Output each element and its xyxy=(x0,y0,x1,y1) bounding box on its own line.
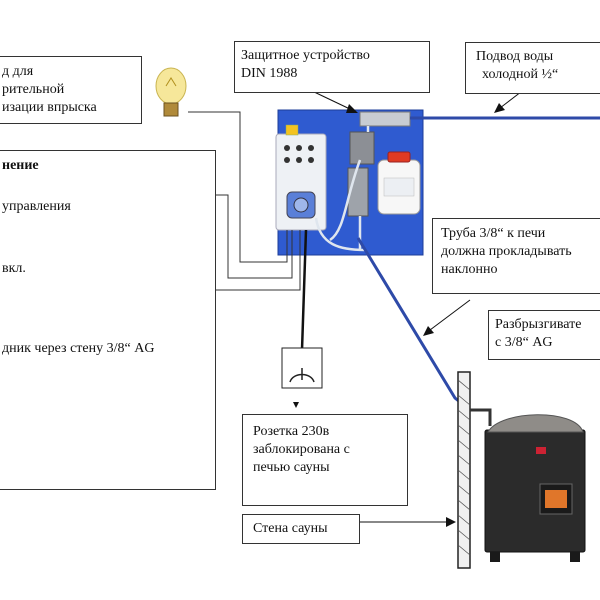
sauna-stove-fire xyxy=(545,490,567,508)
sauna-stove-leg-right xyxy=(570,552,580,562)
pipe-label-line-3: наклонно xyxy=(441,262,498,277)
sprayer-label-box: Разбрызгивате с 3/8“ AG xyxy=(488,310,600,360)
water-label-line-2: холодной ½“ xyxy=(482,67,559,82)
protect-label-line-2: DIN 1988 xyxy=(241,66,298,81)
pipe-arrow-line xyxy=(429,299,471,331)
sauna-stove-logo xyxy=(536,447,546,454)
pump-rotor xyxy=(293,197,309,213)
lamp-label-line-1: д для xyxy=(2,64,34,79)
sauna-stove-stones xyxy=(487,414,584,433)
lamp-filament xyxy=(165,77,177,87)
protect-arrow-head xyxy=(346,104,358,113)
socket-label-arrow xyxy=(293,402,299,408)
wall-arrow-head xyxy=(446,517,456,527)
solenoid-valve xyxy=(349,131,375,165)
control-knob-5 xyxy=(296,157,302,163)
socket-label-line-1: Розетка 230в xyxy=(253,424,330,439)
sprayer-pipe xyxy=(470,408,492,426)
panel-heading: нение xyxy=(2,158,39,173)
socket-label-line-2: заблокирована с xyxy=(253,442,350,457)
pipe-arrow-head xyxy=(423,326,434,336)
sprayer-label-line-2: с 3/8“ AG xyxy=(495,335,553,350)
cable-lamp xyxy=(188,111,288,263)
lamp-base xyxy=(163,102,179,117)
control-knob-4 xyxy=(284,157,290,163)
lamp-label-line-3: изации впрыска xyxy=(2,100,97,115)
lamp-label-line-2: рительной xyxy=(2,82,65,97)
control-knob-1 xyxy=(284,145,290,151)
wall-label: Стена сауны xyxy=(253,521,328,536)
pipe-label-box: Труба 3/8“ к печи должна прокладывать на… xyxy=(432,218,600,294)
equipment-panel xyxy=(0,150,216,490)
control-knob-3 xyxy=(308,145,314,151)
pipe-label-line-2: должна прокладывать xyxy=(441,244,572,259)
canister-label xyxy=(383,177,415,197)
tubing xyxy=(314,126,370,252)
sauna-stove-leg-left xyxy=(490,552,500,562)
water-label-line-1: Подвод воды xyxy=(476,49,554,64)
control-unit-warning-sticker xyxy=(285,124,299,136)
lamp-bulb xyxy=(155,67,187,105)
socket-label-line-3: печью сауны xyxy=(253,460,330,475)
lamp-label-box: д для рительной изации впрыска xyxy=(0,56,142,124)
panel-line-on: вкл. xyxy=(2,261,26,276)
panel-line-control: управления xyxy=(2,199,71,214)
water-label-box: Подвод воды холодной ½“ xyxy=(465,42,600,94)
socket-symbol-glyph xyxy=(289,368,315,383)
water-arrow-head xyxy=(494,103,505,113)
control-knob-2 xyxy=(296,145,302,151)
socket-label-box: Розетка 230в заблокирована с печью сауны xyxy=(242,414,408,506)
sprayer-label-line-1: Разбрызгивате xyxy=(495,317,582,332)
wall-label-box: Стена сауны xyxy=(242,514,360,544)
protect-label-line-1: Защитное устройство xyxy=(241,48,370,63)
protect-arrow-line xyxy=(309,89,353,111)
sauna-wall-hatching xyxy=(457,379,471,556)
cable-button xyxy=(180,230,301,291)
protection-valve xyxy=(359,111,411,127)
pipe-label-line-1: Труба 3/8“ к печи xyxy=(441,226,546,241)
cable-timer xyxy=(212,194,293,279)
protect-label-box: Защитное устройство DIN 1988 xyxy=(234,41,430,93)
canister-cap xyxy=(387,151,411,163)
control-knob-6 xyxy=(308,157,314,163)
panel-line-feedthrough: дник через стену 3/8“ AG xyxy=(2,341,155,356)
